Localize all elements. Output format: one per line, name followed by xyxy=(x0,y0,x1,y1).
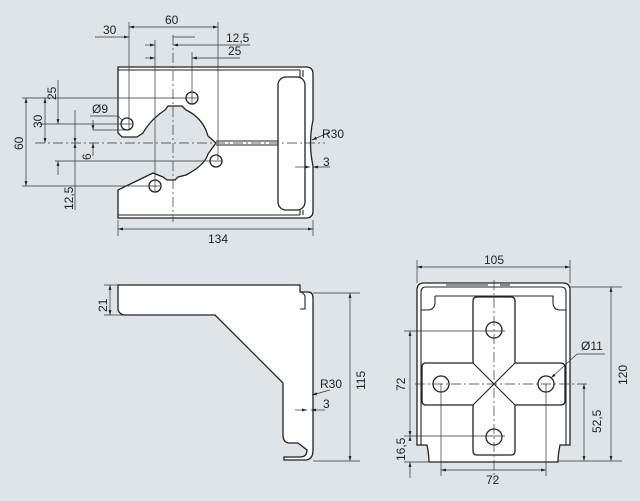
dim-60-left: 60 xyxy=(12,136,26,150)
dim-25: 25 xyxy=(228,44,242,58)
dim-30-left: 30 xyxy=(31,114,45,128)
top-plate xyxy=(117,66,314,219)
dim-120: 120 xyxy=(616,365,630,385)
side-view: 21 115 R30 3 xyxy=(96,284,368,462)
dim-6: 6 xyxy=(80,153,94,160)
radius-label: R30 xyxy=(322,127,344,141)
dim-134: 134 xyxy=(208,232,228,246)
top-view: 60 30 12,5 25 Ø9 134 R30 3 25 30 60 12,5… xyxy=(12,13,344,246)
dim-3: 3 xyxy=(323,397,330,411)
dim-52-5: 52,5 xyxy=(590,409,604,433)
dim-72-left: 72 xyxy=(394,377,408,391)
dim-12-5-left: 12,5 xyxy=(62,186,76,210)
dim-12-5: 12,5 xyxy=(226,31,250,45)
cross-plate xyxy=(421,296,566,456)
dim-72-bottom: 72 xyxy=(486,473,500,487)
dim-105: 105 xyxy=(484,253,504,267)
front-view: 105 Ø11 72 120 52,5 72 16,5 xyxy=(394,253,630,487)
hole-diameter-label: Ø9 xyxy=(92,102,108,116)
hole-diameter-label: Ø11 xyxy=(581,339,603,353)
curled-edge xyxy=(277,76,306,211)
radius-label: R30 xyxy=(320,377,342,391)
dim-21: 21 xyxy=(96,298,110,312)
side-profile xyxy=(117,284,314,461)
dim-60: 60 xyxy=(165,13,179,27)
dim-25-left: 25 xyxy=(45,86,59,100)
dim-30: 30 xyxy=(103,23,117,37)
dim-115: 115 xyxy=(354,371,368,390)
dim-3: 3 xyxy=(323,155,330,169)
dim-16-5: 16,5 xyxy=(394,437,408,461)
